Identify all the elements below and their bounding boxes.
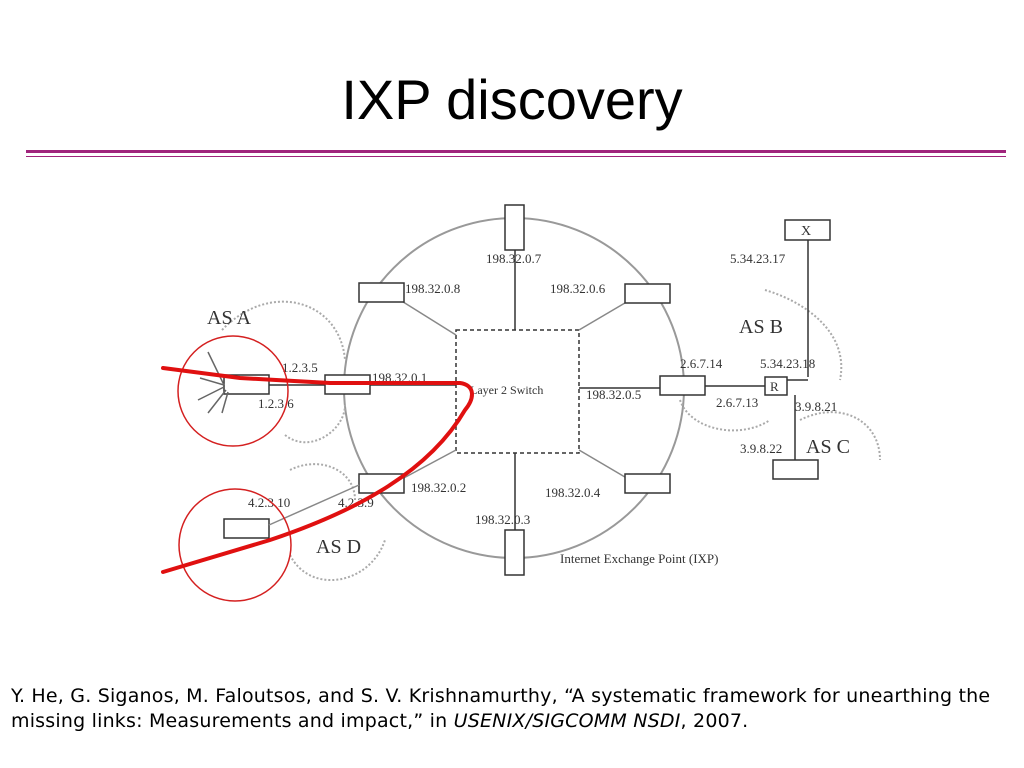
as-a-label: AS A [207, 307, 251, 329]
port-label-4: 198.32.0.4 [545, 485, 601, 500]
port-box-6 [624, 283, 671, 304]
as-c-label: AS C [806, 436, 850, 458]
b-addr-2613: 2.6.7.13 [716, 395, 758, 410]
port-box-8 [358, 282, 405, 303]
c-addr-3921: 3.9.8.21 [795, 399, 837, 414]
as-d-addr-4310: 4.2.3.10 [248, 495, 290, 510]
as-c-router [772, 459, 819, 480]
port-label-7: 198.32.0.7 [486, 251, 542, 266]
traceroute-path [161, 366, 474, 574]
as-b-cloud-arc-lower [679, 399, 771, 432]
port-box-5 [659, 375, 706, 396]
as-d-router [223, 518, 270, 539]
as-a-branch-3 [197, 386, 225, 401]
as-a-branch-1 [207, 351, 225, 386]
port-label-5: 198.32.0.5 [586, 387, 641, 402]
citation-venue: USENIX/SIGCOMM NSDI [453, 710, 681, 732]
x-addr: 5.34.23.17 [730, 251, 786, 266]
citation-year: , 2007. [680, 710, 749, 732]
ixp-label: Internet Exchange Point (IXP) [560, 551, 718, 566]
as-a-cloud-arc [221, 300, 346, 361]
citation-text: Y. He, G. Siganos, M. Faloutsos, and S. … [11, 685, 991, 732]
as-b-label: AS B [739, 316, 783, 338]
port-box-2 [358, 473, 405, 494]
port-box-7 [504, 204, 525, 251]
spoke-8 [399, 299, 457, 336]
as-a-branch-2 [199, 377, 225, 386]
port-box-3 [504, 529, 525, 576]
spoke-4 [578, 449, 631, 481]
port-label-8: 198.32.0.8 [405, 281, 460, 296]
as-c-cloud-arc [799, 411, 881, 461]
as-a-addr-126: 1.2.3.6 [258, 396, 294, 411]
as-d-cloud-arc [289, 463, 356, 501]
node-x-label: X [801, 224, 811, 239]
slide-title: IXP discovery [341, 68, 683, 131]
port-label-3: 198.32.0.3 [475, 512, 530, 527]
as-a-branch-5 [221, 391, 229, 414]
c-addr-3922: 3.9.8.22 [740, 441, 782, 456]
spoke-2 [399, 449, 457, 481]
router-r-label: R [770, 379, 779, 394]
title-divider-thin [26, 156, 1006, 157]
port-label-6: 198.32.0.6 [550, 281, 606, 296]
citation: Y. He, G. Siganos, M. Faloutsos, and S. … [11, 684, 1011, 734]
as-a-branch-4 [207, 389, 227, 414]
switch-label: Layer 2 Switch [470, 383, 543, 397]
b-addr-2614: 2.6.7.14 [680, 356, 723, 371]
title-divider-thick [26, 150, 1006, 153]
as-b-cloud-arc [764, 289, 843, 381]
port-box-4 [624, 473, 671, 494]
node-x [784, 219, 831, 241]
highlight-circle-as-a [177, 335, 289, 447]
as-a-addr-125: 1.2.3.5 [282, 360, 318, 375]
spoke-6 [578, 299, 631, 331]
router-r [764, 376, 788, 396]
b-addr-53418: 5.34.23.18 [760, 356, 815, 371]
port-label-2: 198.32.0.2 [411, 480, 466, 495]
highlight-circle-as-d [178, 488, 292, 602]
as-d-label: AS D [316, 536, 361, 558]
layer2-switch [455, 329, 580, 454]
as-a-cloud-arc-lower [284, 404, 346, 444]
